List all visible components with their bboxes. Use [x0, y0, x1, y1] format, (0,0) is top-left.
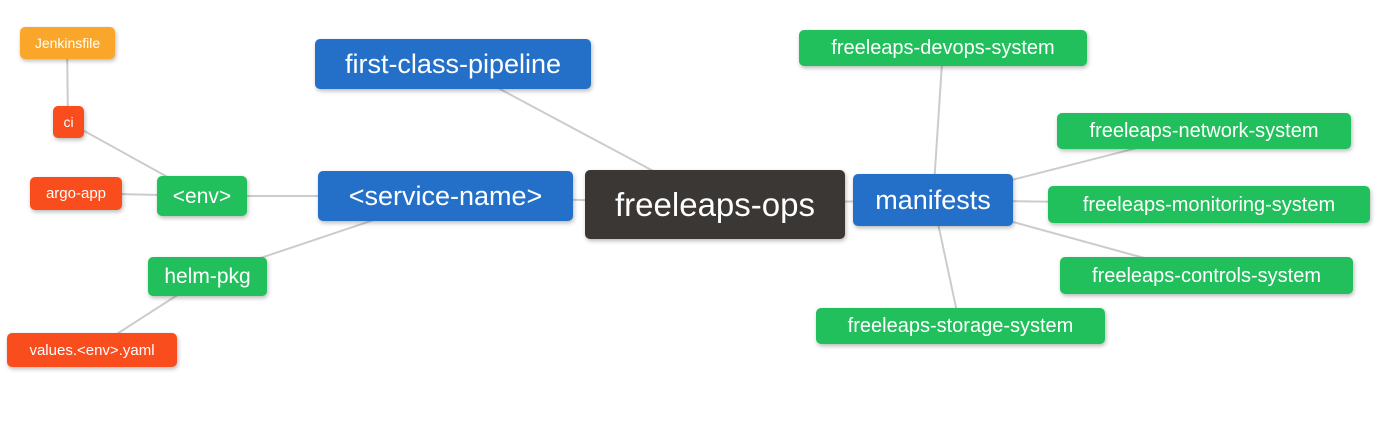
node-freeleaps-devops-system[interactable]: freeleaps-devops-system [799, 30, 1087, 66]
node-manifests[interactable]: manifests [853, 174, 1013, 226]
node-env[interactable]: <env> [157, 176, 247, 216]
node-values-env-yaml[interactable]: values.<env>.yaml [7, 333, 177, 367]
node-freeleaps-network-system[interactable]: freeleaps-network-system [1057, 113, 1351, 149]
node-freeleaps-storage-system[interactable]: freeleaps-storage-system [816, 308, 1105, 344]
node-freeleaps-monitoring-system[interactable]: freeleaps-monitoring-system [1048, 186, 1370, 223]
node-argo-app[interactable]: argo-app [30, 177, 122, 210]
node-service-name[interactable]: <service-name> [318, 171, 573, 221]
node-ci[interactable]: ci [53, 106, 84, 138]
node-first-class-pipeline[interactable]: first-class-pipeline [315, 39, 591, 89]
node-freeleaps-controls-system[interactable]: freeleaps-controls-system [1060, 257, 1353, 294]
node-freeleaps-ops[interactable]: freeleaps-ops [585, 170, 845, 239]
node-jenkinsfile[interactable]: Jenkinsfile [20, 27, 115, 59]
node-helm-pkg[interactable]: helm-pkg [148, 257, 267, 296]
